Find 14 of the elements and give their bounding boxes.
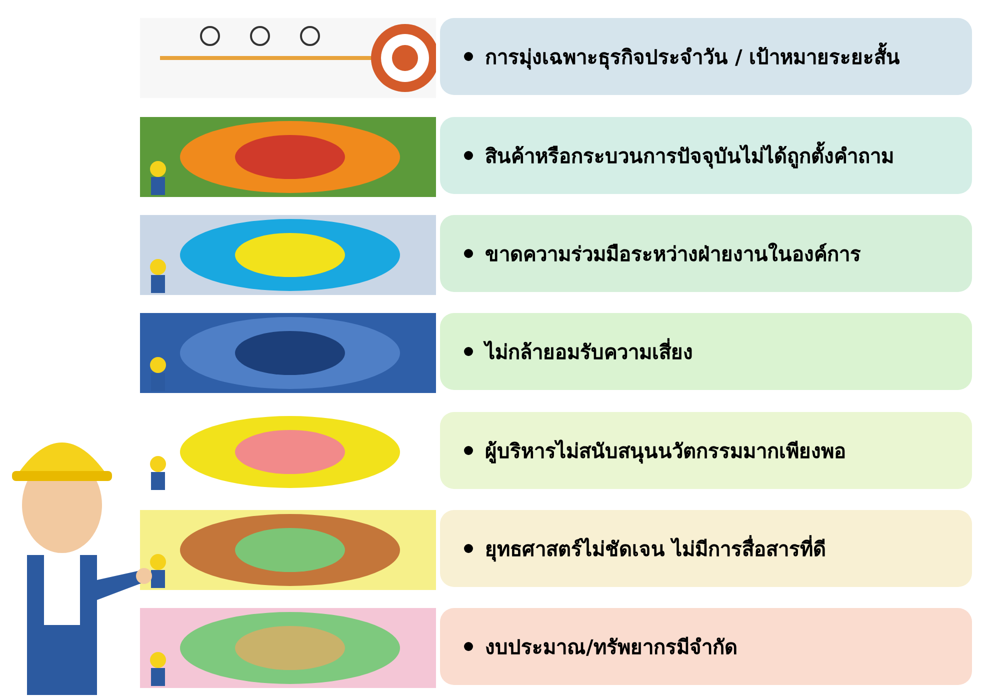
bullet-box: [440, 117, 972, 194]
bullet-text: สินค้าหรือกระบวนการปัจจุบันไม่ได้ถูกตั้งคำถาม: [485, 140, 894, 171]
bullet-text: ขาดความร่วมมือระหว่างฝ่ายงานในองค์การ: [485, 240, 861, 268]
bullet-box: [440, 510, 972, 587]
bullet-text: ไม่กล้ายอมรับความเสี่ยง: [485, 337, 693, 366]
bullet-box: [440, 412, 972, 489]
bullet-text: ผู้บริหารไม่สนับสนุนนวัตกรรมมากเพียงพอ: [485, 438, 846, 466]
bullet-text: งบประมาณ/ทรัพยากรมีจำกัด: [485, 634, 738, 660]
bullet-box: [440, 18, 972, 95]
bullet-text: การมุ่งเฉพาะธุรกิจประจำวัน / เป้าหมายระยะสั้น: [485, 42, 900, 72]
bullet-box: [440, 215, 972, 292]
bullet-text: ยุทธศาสตร์ไม่ชัดเจน ไม่มีการสื่อสารที่ดี: [485, 534, 826, 564]
bullet-box: [440, 313, 972, 390]
bullet-box: [440, 608, 972, 685]
